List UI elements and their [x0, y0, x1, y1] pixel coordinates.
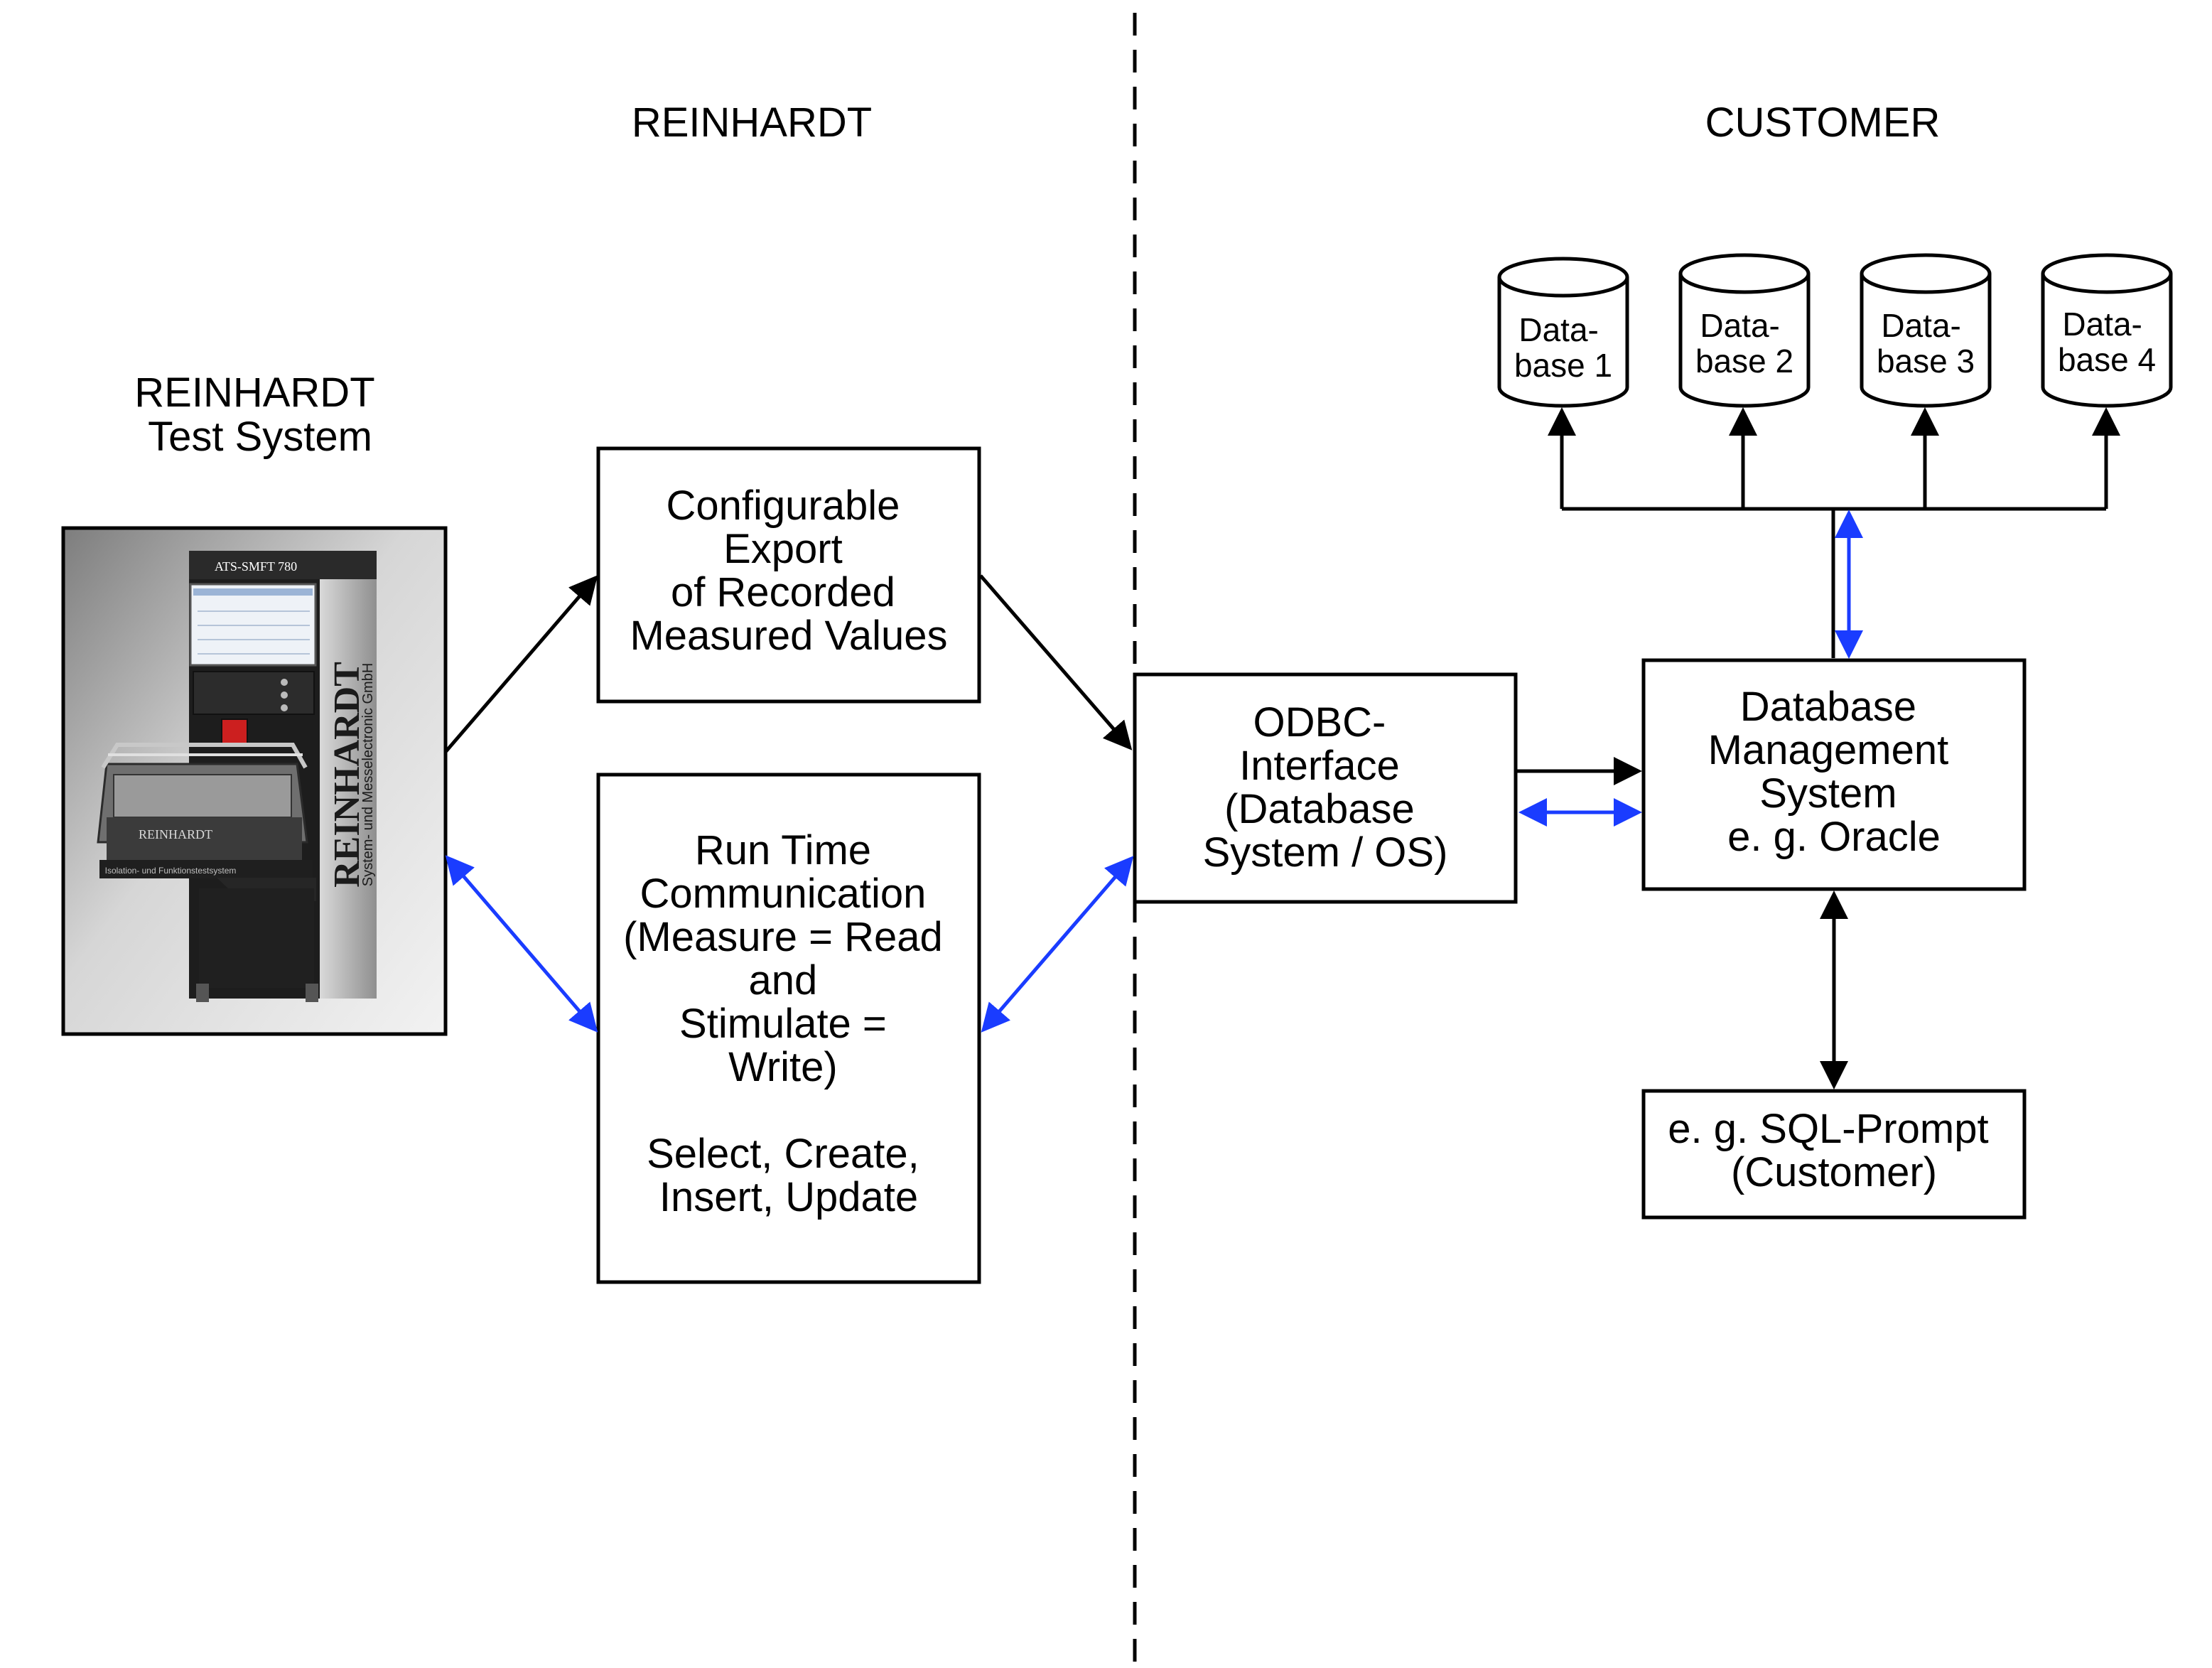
runtime-box	[596, 773, 981, 1284]
section-heading-customer: CUSTOMER	[1705, 99, 1941, 146]
test-system-photo: ATS-SMFT 780 REINHARDT System- und Messe…	[61, 526, 448, 1036]
test-system-title: REINHARDT Test System	[134, 370, 385, 460]
runtime-box-label: Run Time Communication (Measure = Read a…	[623, 827, 954, 1220]
database-1: Data- base 1	[1497, 257, 1629, 408]
database-bus	[1548, 407, 2120, 658]
database-3: Data- base 3	[1860, 253, 1992, 408]
sql-prompt-box	[1641, 1089, 2027, 1220]
database-4-label: Data- base 4	[2058, 306, 2156, 378]
dbms-box	[1641, 658, 2027, 891]
arrow-runtime-odbc-blue	[981, 856, 1134, 1033]
dbms-box-label: Database Management System e. g. Oracle	[1708, 684, 1960, 860]
company-vertical: System- und Messelectronic GmbH	[360, 663, 376, 887]
odbc-box	[1133, 672, 1518, 904]
sql-prompt-label: e. g. SQL-Prompt (Customer)	[1668, 1106, 2000, 1195]
drawer-brand: REINHARDT	[139, 827, 212, 841]
arrow-system-to-export	[444, 575, 598, 753]
arrow-export-to-odbc	[979, 574, 1133, 750]
database-2: Data- base 2	[1678, 253, 1811, 408]
section-heading-reinhardt: REINHARDT	[632, 99, 872, 146]
database-2-label: Data- base 2	[1695, 307, 1793, 380]
export-box	[596, 446, 981, 704]
main-switch	[221, 719, 248, 744]
base-label: Isolation- und Funktionstestsystem	[105, 866, 237, 876]
model-plate: ATS-SMFT 780	[215, 559, 297, 574]
database-3-label: Data- base 3	[1877, 307, 1975, 380]
brand-vertical: REINHARDT	[327, 662, 367, 888]
arrow-system-runtime-blue	[445, 855, 598, 1033]
odbc-box-label: ODBC- Interface (Database System / OS)	[1203, 699, 1448, 876]
export-box-label: Configurable Export of Recorded Measured…	[630, 483, 947, 659]
database-1-label: Data- base 1	[1514, 311, 1612, 384]
database-4: Data- base 4	[2041, 253, 2173, 408]
